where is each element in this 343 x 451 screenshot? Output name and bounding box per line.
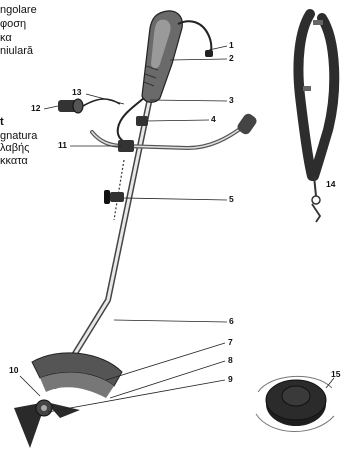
adjustment-knob	[104, 190, 124, 204]
callout-10: 10	[9, 366, 18, 375]
trimmer-spool	[256, 376, 334, 431]
callout-13: 13	[72, 88, 81, 97]
callout-9: 9	[228, 375, 233, 384]
callout-4: 4	[211, 115, 216, 124]
callout-2: 2	[229, 54, 234, 63]
switch-box	[58, 99, 120, 113]
callout-8: 8	[228, 356, 233, 365]
callout-3: 3	[229, 96, 234, 105]
callout-11: 11	[58, 141, 67, 150]
shoulder-strap	[298, 14, 334, 222]
callout-1: 1	[229, 41, 234, 50]
power-cable	[178, 21, 213, 57]
callout-6: 6	[229, 317, 234, 326]
callout-12: 12	[31, 104, 40, 113]
callout-14: 14	[326, 180, 335, 189]
cutting-blade	[14, 400, 80, 448]
safety-guard	[32, 353, 122, 398]
callout-7: 7	[228, 338, 233, 347]
motor-housing	[142, 11, 182, 102]
drive-shaft	[55, 88, 152, 386]
callout-5: 5	[229, 195, 234, 204]
callout-15: 15	[331, 370, 340, 379]
